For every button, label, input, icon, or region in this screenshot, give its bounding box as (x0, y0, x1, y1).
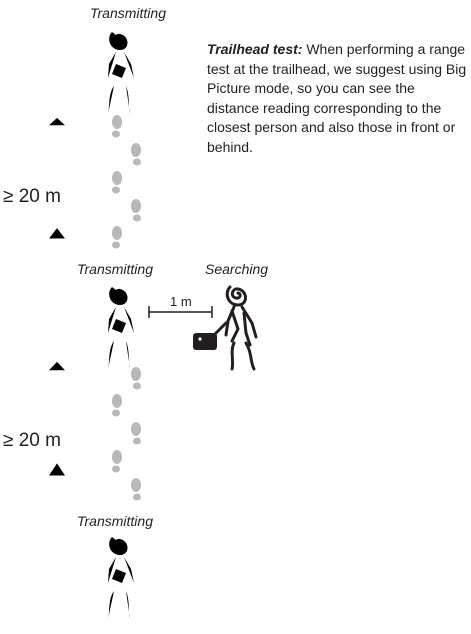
footprint-icon (112, 394, 122, 417)
walking-person-icon (106, 537, 138, 619)
dashed-up-arrow-icon (49, 463, 65, 554)
footprint-icon (112, 115, 122, 138)
footprint-icon (131, 478, 141, 501)
note-body: When performing a range test at the trai… (207, 41, 467, 155)
searcher-with-beacon-icon (214, 285, 258, 371)
dashed-up-arrow-icon (49, 361, 65, 424)
footprint-icon (131, 422, 141, 445)
dashed-up-arrow-icon (49, 228, 65, 306)
footprint-icon (112, 171, 122, 194)
distance-label-lower: ≥ 20 m (3, 430, 61, 451)
label-transmitting-top: Transmitting (90, 5, 166, 21)
label-transmitting-bottom: Transmitting (77, 513, 153, 529)
beacon-device-icon (193, 333, 217, 350)
footprint-icon (112, 450, 122, 473)
one-meter-dimension-line (148, 306, 213, 318)
footprint-icon (131, 367, 141, 390)
distance-label-upper: ≥ 20 m (3, 186, 61, 207)
walking-person-icon (106, 287, 138, 369)
dashed-up-arrow-icon (49, 117, 65, 173)
trailhead-test-note: Trailhead test: When performing a range … (207, 40, 469, 157)
label-searching: Searching (205, 261, 269, 277)
label-transmitting-middle: Transmitting (77, 261, 153, 277)
distance-label-1m: 1 m (170, 294, 192, 309)
footprint-icon (131, 199, 141, 222)
footprint-icon (112, 226, 122, 249)
footprint-icon (131, 143, 141, 166)
note-title: Trailhead test: (207, 41, 303, 57)
walking-person-icon (106, 32, 138, 114)
